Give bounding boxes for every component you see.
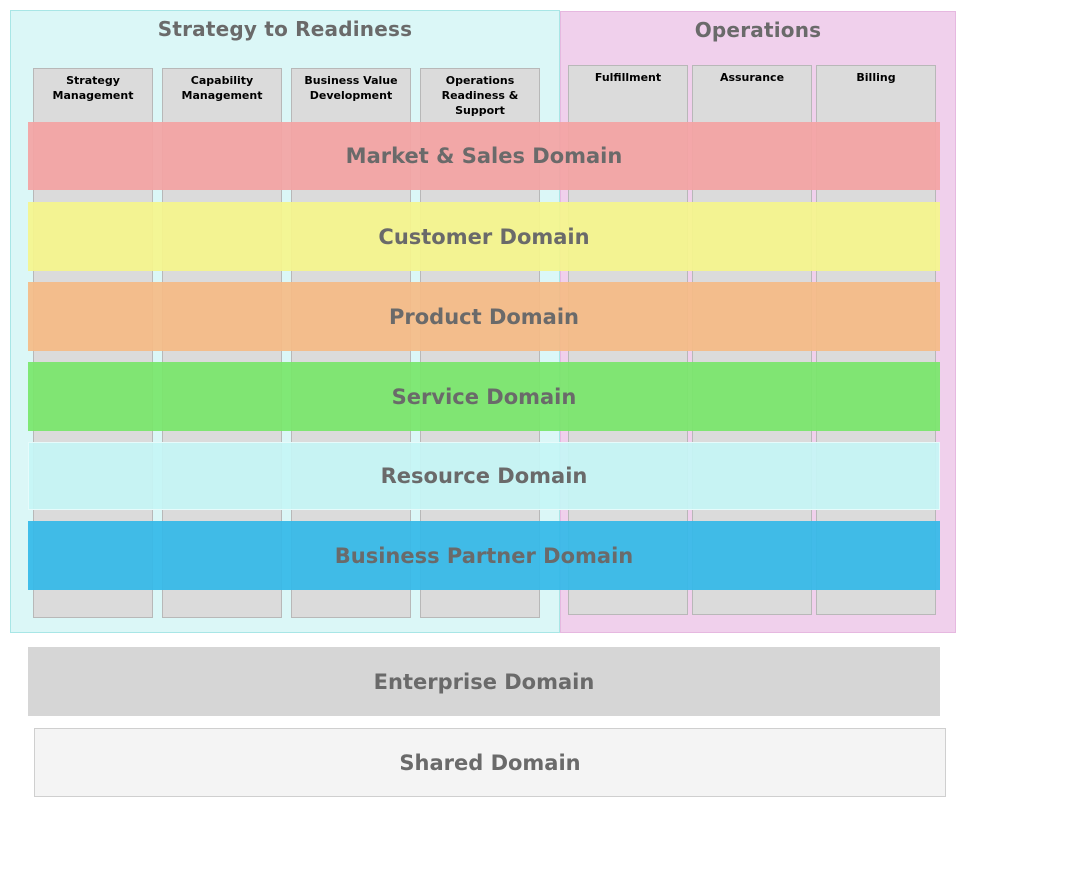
customer-domain-band: Customer Domain xyxy=(28,202,940,271)
column-label: Operations Readiness & Support xyxy=(441,74,519,117)
column-label: Fulfillment xyxy=(594,71,662,84)
column-label: Assurance xyxy=(719,71,785,84)
operations-title: Operations xyxy=(694,18,822,42)
business-partner-domain-band: Business Partner Domain xyxy=(28,521,940,590)
enterprise-domain-band: Enterprise Domain xyxy=(28,647,940,716)
service-domain-band: Service Domain xyxy=(28,362,940,431)
resource-domain-band: Resource Domain xyxy=(28,442,940,510)
column-label: Capability Management xyxy=(181,74,263,102)
column-label: Strategy Management xyxy=(52,74,134,102)
column-label: Billing xyxy=(856,71,896,84)
product-domain-band: Product Domain xyxy=(28,282,940,351)
column-label: Business Value Development xyxy=(304,74,398,102)
strategy-to-readiness-title: Strategy to Readiness xyxy=(157,17,413,41)
market-sales-domain-band: Market & Sales Domain xyxy=(28,122,940,190)
shared-domain-band: Shared Domain xyxy=(34,728,946,797)
